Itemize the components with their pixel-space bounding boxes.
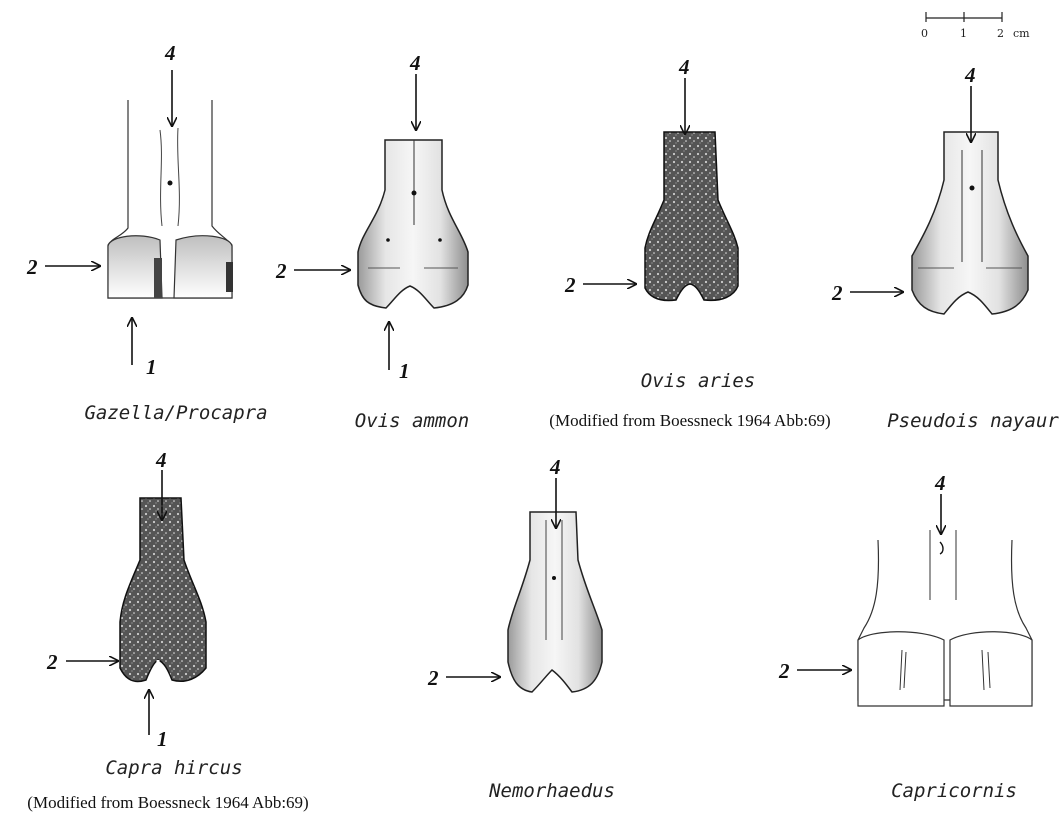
label-capricornis-2: 2 <box>778 659 790 683</box>
specimen-capricornis <box>858 530 1032 706</box>
specimen-nemorhaedus <box>508 512 602 692</box>
label-capra-2: 2 <box>46 650 58 674</box>
label-ovis-aries-2: 2 <box>564 273 576 297</box>
label-pseudois-2: 2 <box>831 281 843 305</box>
note-ovis-aries: (Modified from Boessneck 1964 Abb:69) <box>549 411 830 431</box>
specimen-capra-hircus <box>120 498 206 682</box>
label-gazella-2: 2 <box>26 255 38 279</box>
caption-capricornis: Capricornis <box>891 780 1017 802</box>
caption-ovis-ammon: Ovis ammon <box>355 410 469 432</box>
caption-ovis-aries: Ovis aries <box>641 370 755 392</box>
scale-unit: cm <box>1013 27 1030 40</box>
caption-capra-hircus: Capra hircus <box>105 757 242 779</box>
note-capra-hircus: (Modified from Boessneck 1964 Abb:69) <box>27 793 308 813</box>
label-gazella-4: 4 <box>164 41 176 65</box>
label-capra-4: 4 <box>155 448 167 472</box>
caption-gazella-procapra: Gazella/Procapra <box>84 402 267 424</box>
label-gazella-1: 1 <box>146 355 157 379</box>
specimen-ovis-ammon <box>358 140 468 308</box>
caption-nemorhaedus: Nemorhaedus <box>489 780 615 802</box>
label-capricornis-4: 4 <box>934 471 946 495</box>
scale-tick-1: 1 <box>960 27 967 40</box>
label-nemorhaedus-4: 4 <box>549 455 561 479</box>
specimen-ovis-aries <box>645 132 738 301</box>
label-capra-1: 1 <box>157 727 168 751</box>
specimen-pseudois-nayaur <box>912 132 1028 314</box>
label-ovis-ammon-4: 4 <box>409 51 421 75</box>
caption-pseudois-nayaur: Pseudois nayaur <box>887 410 1059 432</box>
scale-bar: 0 1 2 cm <box>921 12 1030 40</box>
label-ovis-ammon-1: 1 <box>399 359 410 383</box>
specimen-gazella-procapra <box>108 100 233 298</box>
label-pseudois-4: 4 <box>964 63 976 87</box>
label-nemorhaedus-2: 2 <box>427 666 439 690</box>
scale-tick-2: 2 <box>997 27 1004 40</box>
label-ovis-ammon-2: 2 <box>275 259 287 283</box>
label-ovis-aries-4: 4 <box>678 55 690 79</box>
scale-tick-0: 0 <box>921 27 928 40</box>
